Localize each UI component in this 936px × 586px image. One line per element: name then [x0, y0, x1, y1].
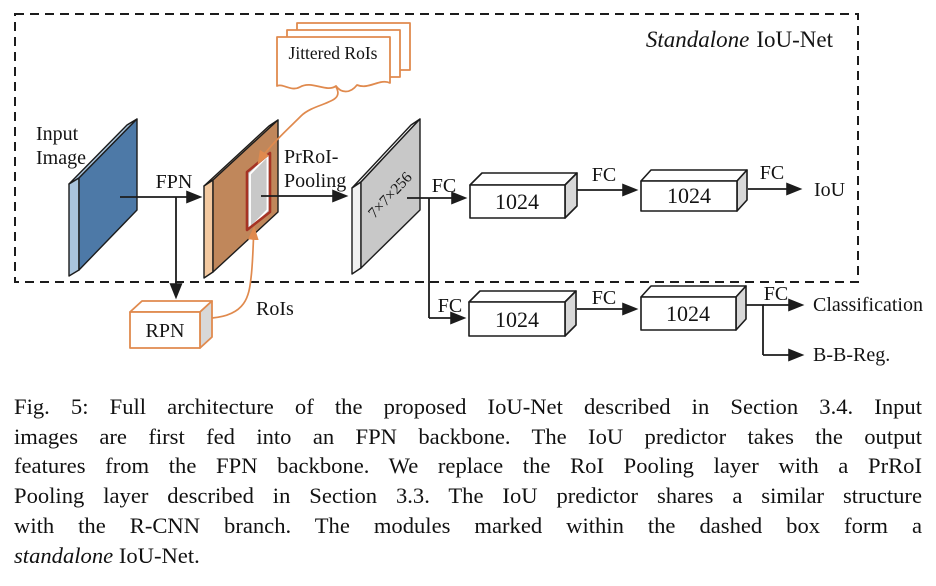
box2-front-face [640, 180, 738, 212]
jittered-note-sheet-front [276, 36, 391, 93]
box3-top-face [468, 290, 577, 303]
fc-box-1024-top-2: 1024 [640, 169, 748, 212]
fc-label-bottom-1: FC [438, 295, 462, 317]
classification-output-label: Classification [813, 294, 923, 316]
box3-units-label: 1024 [495, 307, 539, 332]
fc-label-bottom-3: FC [764, 283, 788, 305]
standalone-box-title-italic: Standalone [646, 27, 750, 52]
box2-top-face [640, 169, 748, 182]
standalone-box-title-rest: IoU-Net [756, 27, 833, 52]
rpn-front-face [129, 311, 201, 349]
bbreg-output-label: B-B-Reg. [813, 344, 890, 366]
box1-top-face [469, 172, 578, 186]
figure-caption: Fig. 5: Full architecture of the propose… [14, 392, 922, 570]
box4-front-face [640, 296, 737, 331]
fc-box-1024-top-1: 1024 [469, 172, 578, 219]
rois-label: RoIs [256, 298, 294, 320]
iou-output-label: IoU [814, 179, 846, 201]
fc-box-1024-bottom-1: 1024 [468, 290, 577, 337]
prroi-pooling-label-line1: PrRoI- [284, 146, 338, 168]
caption-line-1: Fig. 5: Full architecture of the propose… [14, 394, 922, 419]
caption-line-2: images are first fed into an FPN backbon… [14, 423, 922, 449]
fc-label-bottom-2: FC [592, 287, 616, 309]
prroi-pooling-label-line2: Pooling [284, 170, 346, 192]
input-image-label-line2: Image [36, 147, 86, 169]
fpn-label: FPN [156, 171, 193, 193]
box1-units-label: 1024 [495, 189, 539, 214]
fc-label-top-1: FC [432, 175, 456, 197]
input-slab-front-face [78, 118, 138, 271]
jittered-rois-connector-curve [257, 86, 339, 165]
box3-front-face [468, 301, 566, 337]
jittered-rois-note: Jittered RoIs [276, 22, 411, 93]
caption-line-4: Pooling layer described in Section 3.3. … [14, 483, 922, 509]
caption-line-3: features from the FPN backbone. We repla… [14, 453, 922, 479]
input-image-slab [68, 118, 138, 277]
input-slab-left-face [68, 177, 80, 277]
box4-units-label: 1024 [666, 301, 710, 326]
box4-top-face [640, 285, 747, 298]
pooled-slab-front-face [360, 118, 421, 269]
input-image-label-line1: Input [36, 123, 79, 145]
jittered-rois-label: Jittered RoIs [289, 43, 378, 63]
fc-label-top-2: FC [592, 164, 616, 186]
fc-box-1024-bottom-2: 1024 [640, 285, 747, 331]
output-branch-line [746, 304, 764, 355]
box1-front-face [469, 184, 566, 219]
caption-line-5: with the R-CNN branch. The modules marke… [14, 512, 922, 538]
feature-slab-left-face [203, 179, 214, 279]
caption-last-rest: IoU-Net. [113, 542, 200, 568]
caption-italic-word: standalone [14, 542, 114, 568]
rpn-top-face [129, 300, 213, 313]
pooled-slab-left-face [351, 181, 362, 275]
pooled-feature-slab: 7×7×256 [351, 118, 421, 275]
rois-connector-curve [211, 226, 259, 319]
standalone-dashed-box [14, 13, 859, 283]
box2-units-label: 1024 [667, 183, 711, 208]
caption-line-last: standalone IoU-Net. [14, 541, 922, 571]
rpn-box: RPN [129, 300, 213, 349]
rpn-label: RPN [146, 320, 185, 342]
fc-label-top-3: FC [760, 162, 784, 184]
